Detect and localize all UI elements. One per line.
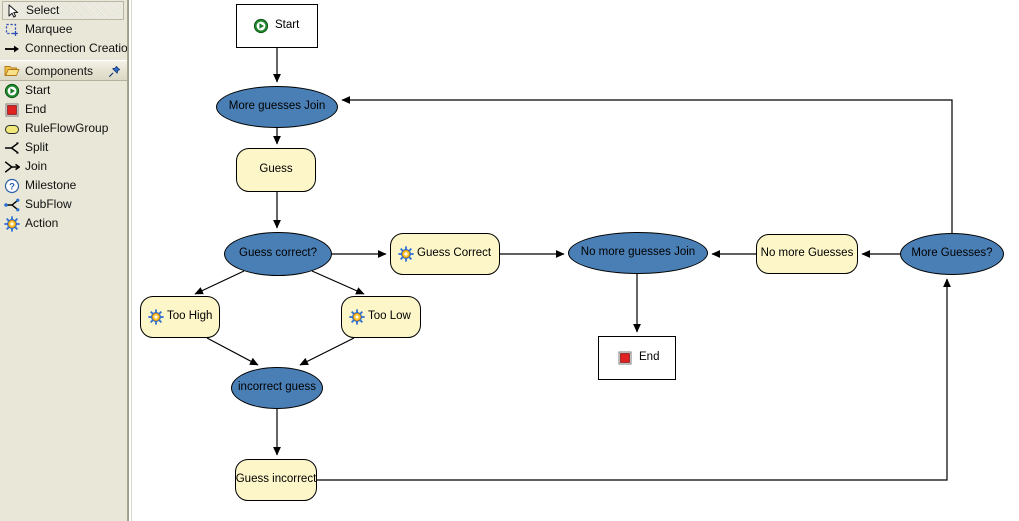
arrow-right-icon (4, 41, 20, 57)
node-guess-correct-question[interactable]: Guess correct? (224, 232, 332, 276)
palette-item-label: Join (25, 159, 48, 173)
question-circle-icon: ? (4, 178, 20, 194)
palette-item-join[interactable]: Join (0, 157, 127, 176)
node-end[interactable]: End (598, 336, 676, 380)
node-label: Too Low (368, 310, 411, 323)
palette-item-milestone[interactable]: ? Milestone (0, 176, 127, 195)
subflow-icon (4, 197, 20, 213)
green-play-icon (4, 83, 20, 99)
svg-text:?: ? (9, 181, 15, 192)
palette-item-label: SubFlow (25, 197, 72, 211)
node-label: Guess incorrect (235, 473, 317, 486)
palette-group-label: Components (25, 63, 94, 78)
node-start[interactable]: Start (236, 4, 318, 48)
palette-item-subflow[interactable]: SubFlow (0, 195, 127, 214)
palette-item-label: Milestone (25, 178, 77, 192)
palette-item-ruleflowgroup[interactable]: RuleFlowGroup (0, 119, 127, 138)
edge-too-high-to-incorrect-guess (206, 337, 259, 366)
palette-item-label: Split (25, 140, 49, 154)
palette-splitter[interactable] (128, 0, 132, 521)
red-stop-icon (617, 350, 633, 366)
node-label: No more Guesses (760, 247, 854, 260)
palette-panel: Select Marquee Connection Creation (0, 0, 128, 521)
node-label: End (639, 351, 660, 364)
node-label: Guess correct? (239, 247, 317, 260)
edge-more-guesses-q-to-more-guesses-join (341, 96, 953, 233)
node-label: More Guesses? (911, 247, 993, 260)
palette-item-label: Action (25, 216, 59, 230)
join-icon (4, 159, 21, 175)
node-label: Start (275, 19, 300, 32)
red-stop-icon (4, 102, 20, 118)
edge-too-low-to-incorrect-guess (299, 337, 355, 366)
node-too-low[interactable]: Too Low (341, 296, 421, 338)
palette-tool-label: Connection Creation (25, 41, 128, 55)
palette-item-start[interactable]: Start (0, 81, 127, 100)
node-label: More guesses Join (228, 100, 326, 113)
connection-layer (194, 48, 953, 481)
palette-tool-marquee[interactable]: Marquee (0, 20, 127, 39)
palette-item-end[interactable]: End (0, 100, 127, 119)
palette-item-action[interactable]: Action (0, 214, 127, 233)
pushpin-icon[interactable] (108, 65, 121, 78)
palette-tool-label: Marquee (25, 22, 73, 36)
node-guess-correct[interactable]: Guess Correct (390, 233, 500, 275)
node-guess[interactable]: Guess (236, 148, 316, 192)
open-folder-icon (4, 63, 20, 79)
palette-tool-connection-creation[interactable]: Connection Creation (0, 39, 127, 58)
node-label: Too High (167, 310, 213, 323)
gear-icon (349, 309, 365, 325)
palette-group-components[interactable]: Components (0, 60, 127, 81)
node-too-high[interactable]: Too High (140, 296, 220, 338)
node-more-guesses-join[interactable]: More guesses Join (216, 86, 338, 128)
yellow-rounded-rect-icon (4, 121, 20, 137)
palette-item-split[interactable]: Split (0, 138, 127, 157)
palette-item-label: End (25, 102, 47, 116)
gear-icon (4, 215, 20, 232)
node-label: Guess (259, 163, 293, 176)
green-play-icon (253, 18, 269, 34)
edge-guess-correct-q-to-too-high (194, 270, 245, 295)
edge-guess-incorrect-to-more-guesses-q (317, 278, 951, 481)
palette-item-label: RuleFlowGroup (25, 121, 109, 135)
palette-item-label: Start (25, 83, 51, 97)
diagram-canvas[interactable]: Start More guesses Join Guess Guess corr… (132, 0, 1019, 521)
gear-icon (398, 246, 414, 262)
split-icon (4, 140, 20, 156)
edge-guess-correct-q-to-too-low (311, 270, 365, 295)
node-label: Guess Correct (417, 247, 492, 260)
node-no-more-guesses[interactable]: No more Guesses (756, 234, 858, 274)
palette-tool-label: Select (26, 3, 60, 17)
node-label: incorrect guess (238, 381, 316, 394)
node-incorrect-guess[interactable]: incorrect guess (231, 367, 323, 409)
gear-icon (148, 309, 164, 325)
marquee-selection-icon (4, 22, 20, 38)
node-label: No more guesses Join (580, 246, 696, 259)
node-more-guesses-question[interactable]: More Guesses? (900, 233, 1004, 275)
node-guess-incorrect[interactable]: Guess incorrect (235, 459, 317, 501)
node-no-more-guesses-join[interactable]: No more guesses Join (568, 232, 708, 274)
cursor-arrow-icon (5, 3, 21, 19)
palette-tool-select[interactable]: Select (2, 1, 124, 20)
